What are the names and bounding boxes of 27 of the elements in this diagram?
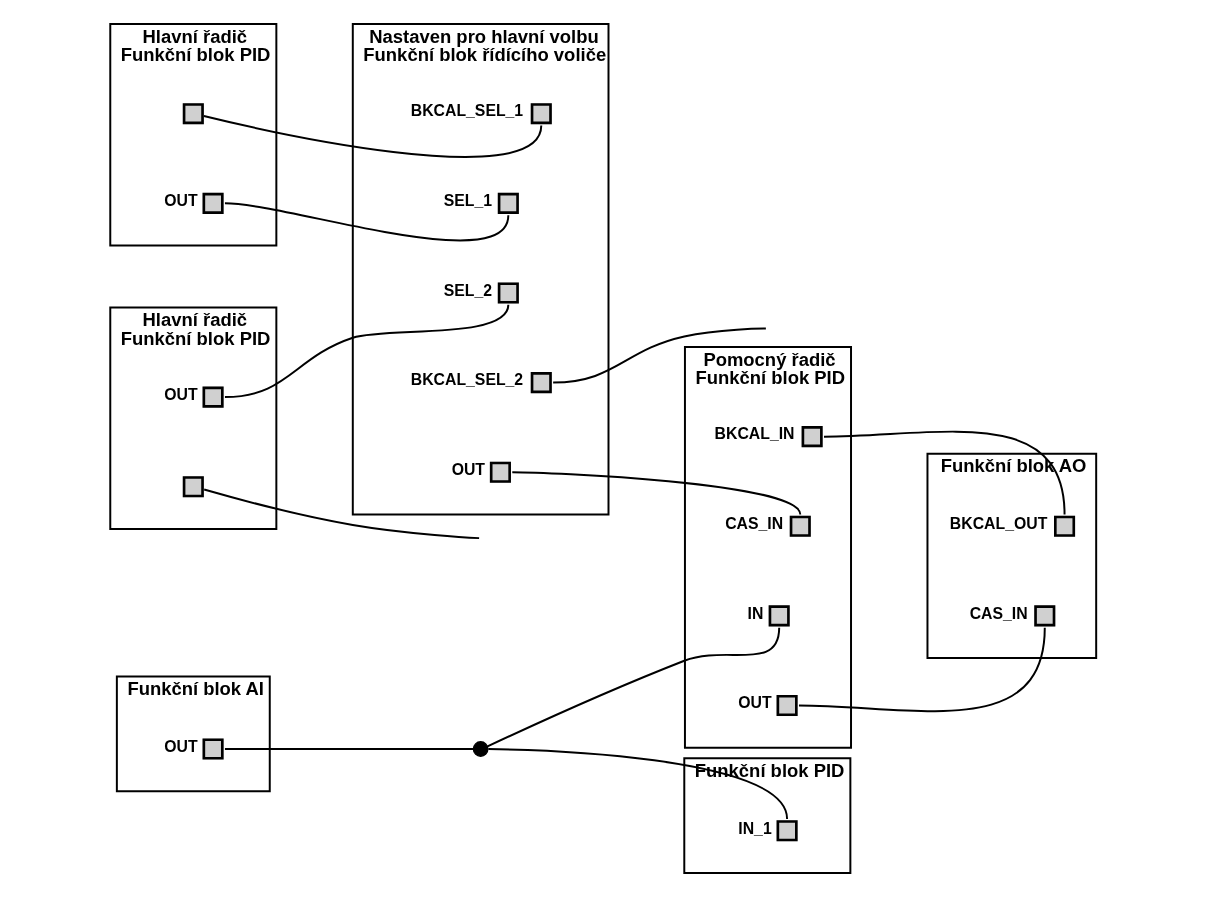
connector <box>486 748 788 820</box>
connector <box>223 303 509 399</box>
node-label: BKCAL_SEL_2 <box>410 371 523 389</box>
node-label: BKCAL_OUT <box>949 515 1047 533</box>
connector <box>822 430 1066 516</box>
node-label: BKCAL_IN <box>714 425 794 443</box>
connector <box>202 488 480 540</box>
node-label: IN_1 <box>737 819 772 837</box>
node-label: BKCAL_SEL_1 <box>410 102 523 120</box>
node-label: OUT <box>163 737 198 755</box>
connector <box>486 626 780 748</box>
node-label: SEL_2 <box>443 281 492 299</box>
node-label: CAS_IN <box>969 604 1028 622</box>
node-label: OUT <box>451 460 485 478</box>
connector <box>202 115 542 158</box>
node-circle <box>472 741 489 757</box>
connector <box>551 327 767 384</box>
connector <box>510 471 801 516</box>
connector <box>797 626 1046 713</box>
connector <box>223 202 509 242</box>
node-label: SEL_1 <box>443 192 492 210</box>
node-label: IN <box>747 604 763 622</box>
node-label: CAS_IN <box>724 515 783 533</box>
connector <box>223 748 474 750</box>
node-label: OUT <box>163 385 198 403</box>
node-label: OUT <box>163 192 198 210</box>
node-label: OUT <box>737 694 772 712</box>
